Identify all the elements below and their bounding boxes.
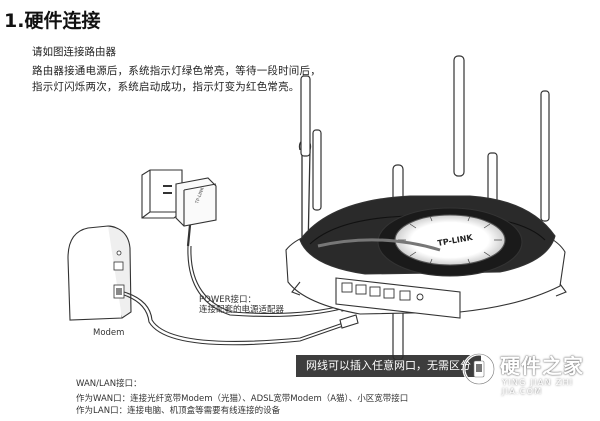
router: TP-LINK (285, 55, 567, 361)
lan-description: 作为LAN口：连接电脑、机顶盒等需要有线连接的设备 (76, 406, 281, 416)
wan-description: 作为WAN口：连接光纤宽带Modem（光猫）、ADSL宽带Modem（A猫）、小… (76, 394, 409, 404)
power-port-description: 连接配套的电源适配器 (199, 305, 285, 315)
subheading: 请如图连接路由器 (32, 46, 116, 58)
watermark: 硬件之家 YING JIAN ZHI JIA.COM (462, 350, 592, 396)
modem-label: Modem (93, 328, 125, 338)
power-adapter: TP-LINK (141, 169, 217, 247)
section-title: 1.硬件连接 (4, 10, 101, 32)
tooltip-caption: 网线可以插入任意网口，无需区分 (296, 355, 481, 377)
router-ports (341, 282, 424, 301)
watermark-text-en: YING JIAN ZHI JIA.COM (502, 378, 574, 396)
watermark-logo-icon (462, 352, 496, 386)
instruction-line-2: 指示灯闪烁两次，系统启动成功，指示灯变为红色常亮。 (32, 81, 300, 93)
instruction-line-1: 路由器接通电源后，系统指示灯绿色常亮，等待一段时间后， (32, 65, 321, 77)
wanlan-title: WAN/LAN接口： (76, 379, 142, 389)
modem (67, 225, 132, 321)
power-port-label: POWER接口： (199, 295, 256, 305)
watermark-text-cn: 硬件之家 (500, 354, 584, 378)
